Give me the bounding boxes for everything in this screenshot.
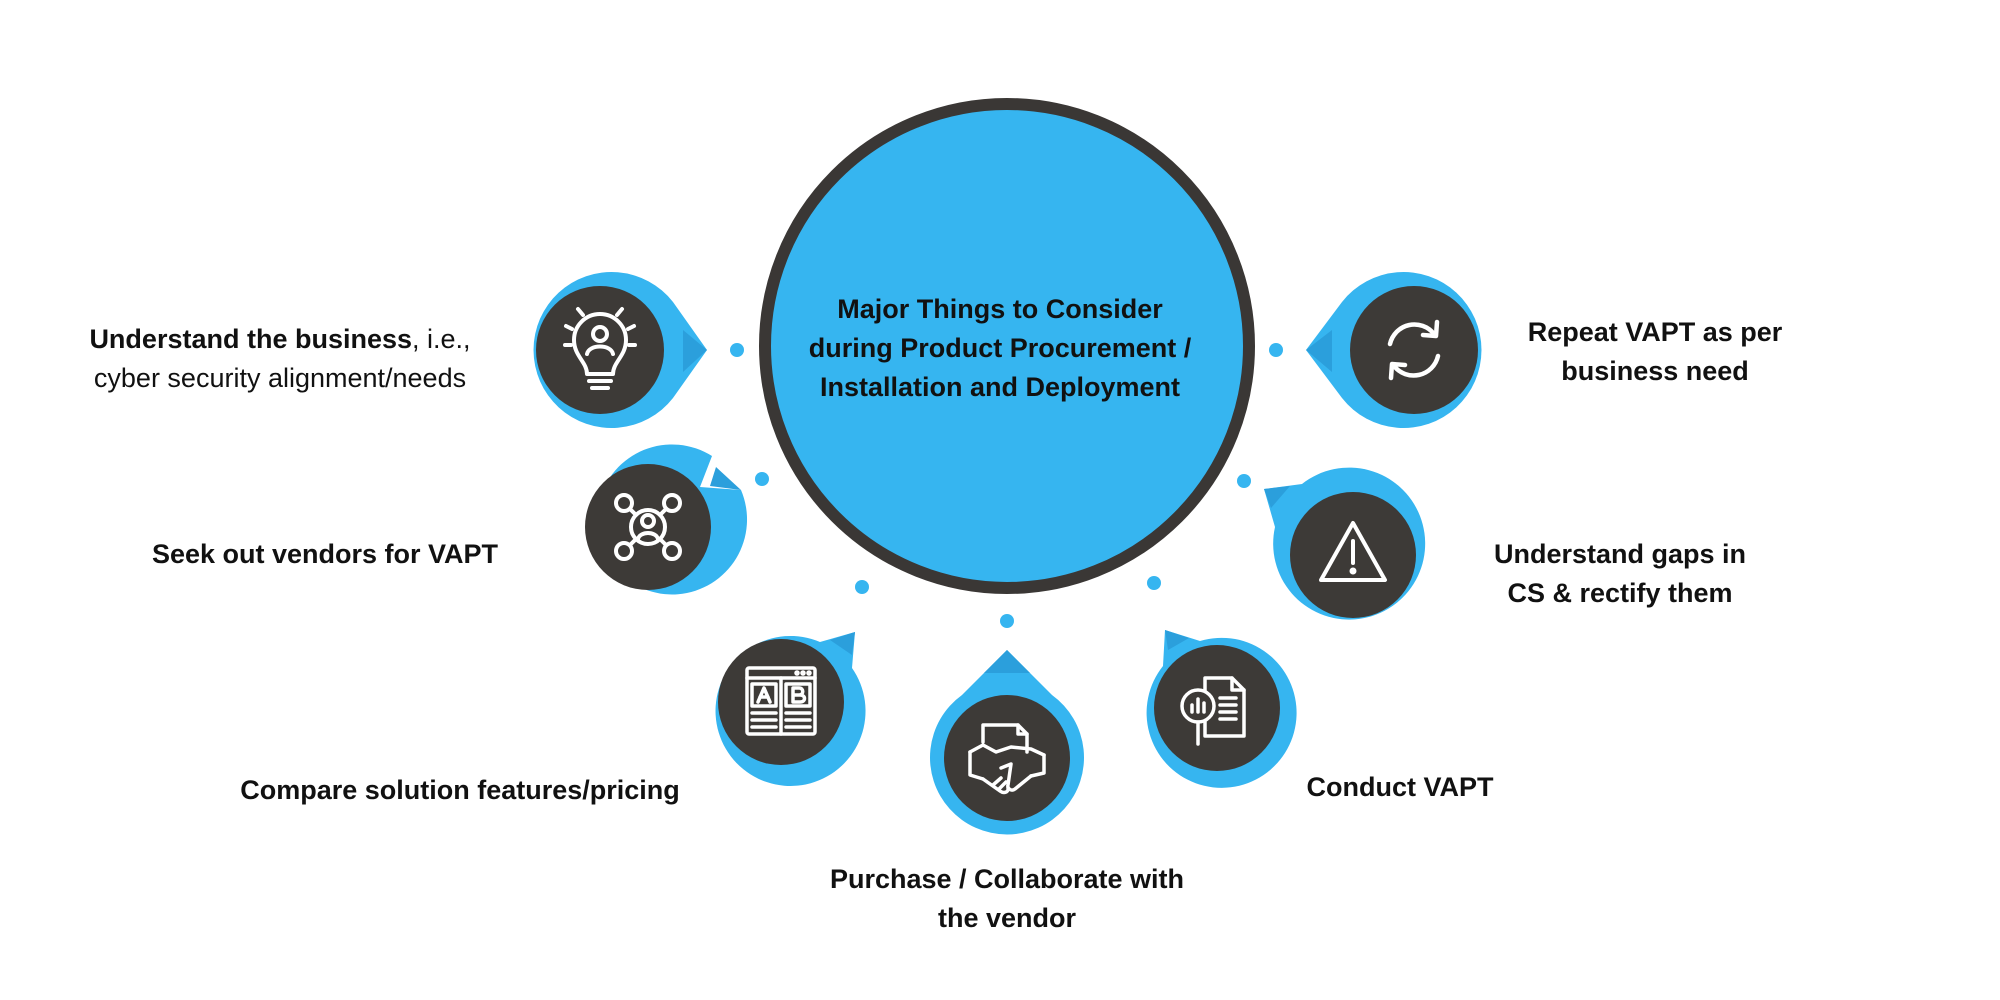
- step-label-5: Conduct VAPT: [1290, 768, 1510, 807]
- connector-dot: [755, 472, 769, 486]
- step-label-6-line-1: Understand gaps in: [1493, 539, 1747, 569]
- step-label-1: Understand the business, i.e., cyber sec…: [60, 320, 500, 398]
- step-label-4-line-1: Purchase / Collaborate with: [829, 864, 1185, 894]
- step-label-2-line-1: Seek out vendors for VAPT: [151, 539, 499, 569]
- step-pin-7: [1306, 272, 1482, 429]
- step-label-1-bold: Understand the business: [89, 324, 413, 354]
- step-label-2: Seek out vendors for VAPT: [100, 535, 550, 574]
- handshake-document-icon: [968, 723, 1046, 795]
- step-label-4-line-2: the vendor: [937, 903, 1077, 933]
- step-label-5-line-1: Conduct VAPT: [1306, 772, 1494, 802]
- step-label-7: Repeat VAPT as per business need: [1490, 313, 1820, 391]
- step-label-3: Compare solution features/pricing: [200, 771, 720, 810]
- document-analysis-icon: [1180, 676, 1246, 746]
- connector-dot: [1147, 576, 1161, 590]
- refresh-cycle-icon: [1387, 319, 1441, 381]
- center-title-line-1: Major Things to Consider: [837, 294, 1163, 324]
- step-pin-1: [533, 272, 707, 429]
- center-title: Major Things to Consider during Product …: [780, 290, 1220, 407]
- connector-dot: [855, 580, 869, 594]
- step-pin-5: [1146, 630, 1297, 788]
- ab-comparison-icon: [745, 666, 817, 736]
- connector-dot: [1269, 343, 1283, 357]
- connector-dot: [730, 343, 744, 357]
- center-circle: [759, 98, 1255, 594]
- step-label-4: Purchase / Collaborate with the vendor: [787, 860, 1227, 938]
- step-label-1-rest: , i.e.,: [412, 324, 471, 354]
- step-label-6: Understand gaps in CS & rectify them: [1460, 535, 1780, 613]
- lightbulb-person-icon: [563, 307, 637, 390]
- step-label-6-line-2: CS & rectify them: [1507, 578, 1733, 608]
- network-person-icon: [614, 493, 682, 561]
- connector-dot: [1000, 614, 1014, 628]
- step-pin-2: [585, 444, 748, 595]
- step-pin-6: [1264, 467, 1426, 620]
- step-pin-3: [715, 632, 866, 786]
- warning-triangle-icon: [1319, 521, 1387, 582]
- step-label-3-line-1: Compare solution features/pricing: [240, 775, 680, 805]
- step-label-7-line-2: business need: [1561, 356, 1749, 386]
- connector-dot: [1237, 474, 1251, 488]
- step-pin-4: [929, 650, 1084, 835]
- center-title-line-2: during Product Procurement /: [808, 333, 1192, 363]
- center-title-line-3: Installation and Deployment: [819, 372, 1181, 402]
- step-label-7-line-1: Repeat VAPT as per: [1527, 317, 1783, 347]
- step-label-1-line-2: cyber security alignment/needs: [93, 363, 467, 393]
- step-label-1-line-1: Understand the business, i.e.,: [60, 320, 500, 359]
